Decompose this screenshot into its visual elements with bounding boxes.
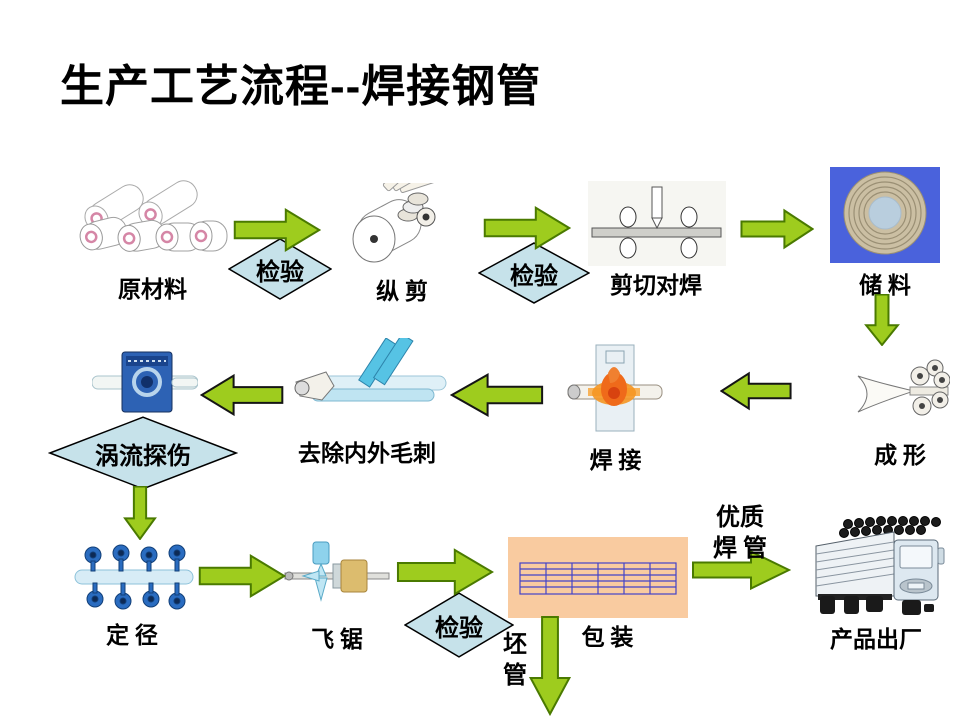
flying-saw-label: 飞 锯 [311, 627, 363, 652]
sizing-image [73, 541, 195, 613]
arrow-down-icon [528, 616, 572, 716]
packing-image [508, 537, 688, 618]
arrow-left-icon [450, 372, 544, 418]
deburring-label: 去除内外毛刺 [298, 441, 436, 466]
packing-label: 包 装 [581, 625, 634, 650]
arrow-right-icon [483, 205, 571, 251]
inspection-diamond-3: 检验 [404, 592, 514, 658]
flying-saw-image [283, 540, 391, 612]
page-title: 生产工艺流程--焊接钢管 [60, 62, 542, 111]
inspection-diamond-2: 检验 [478, 242, 590, 304]
slitting-image [338, 183, 466, 267]
raw-material-image [75, 173, 230, 265]
billet-pipe-label: 坯 管 [503, 632, 527, 690]
deburring-image [290, 338, 448, 430]
inspection-diamond-1: 检验 [228, 238, 332, 300]
arrow-down-icon [864, 294, 900, 346]
arrow-left-icon [720, 371, 792, 411]
forming-label: 成 形 [874, 443, 926, 468]
arrow-right-icon [233, 207, 321, 253]
welding-label: 焊 接 [589, 448, 642, 473]
arrow-right-icon [740, 208, 814, 250]
arrow-down-icon [123, 486, 157, 540]
slitting-label: 纵 剪 [376, 279, 428, 304]
welding-image [566, 343, 664, 439]
shipping-label: 产品出厂 [830, 627, 922, 652]
storage-image [830, 167, 940, 263]
eddy-current-device-image [92, 350, 198, 416]
raw-material-label: 原材料 [118, 277, 187, 302]
sizing-label: 定 径 [106, 623, 158, 648]
arrow-right-icon [691, 549, 791, 591]
arrow-left-icon [200, 373, 284, 417]
arrow-right-icon [396, 547, 494, 597]
shear-butt-weld-label: 剪切对焊 [610, 273, 702, 298]
shear-butt-weld-image [588, 181, 726, 266]
arrow-right-icon [198, 553, 286, 599]
eddy-current-test-diamond: 涡流探伤 [48, 416, 238, 490]
truck-image [808, 510, 948, 624]
forming-image [850, 350, 950, 432]
quality-welded-pipe-label: 优质 焊 管 [713, 505, 767, 563]
